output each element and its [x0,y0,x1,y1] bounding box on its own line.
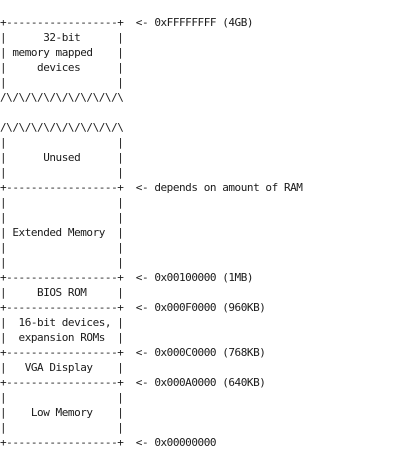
diagram-line: | | [0,421,124,434]
memory-map-diagram: +------------------+ <- 0xFFFFFFFF (4GB)… [0,0,303,449]
diagram-line: +------------------+ <- 0x000C0000 (768K… [0,346,266,359]
diagram-line: +------------------+ <- 0x00100000 (1MB) [0,271,254,284]
diagram-line: | | [0,196,124,209]
diagram-line: /\/\/\/\/\/\/\/\/\/\ [0,91,124,104]
diagram-line: +------------------+ <- 0x000F0000 (960K… [0,301,266,314]
diagram-line [0,0,302,15]
diagram-line: +------------------+ <- 0x00000000 [0,436,217,449]
diagram-line: +------------------+ <- 0xFFFFFFFF (4GB) [0,16,254,29]
diagram-line [0,105,302,120]
diagram-line: | expansion ROMs | [0,331,124,344]
diagram-line: /\/\/\/\/\/\/\/\/\/\ [0,121,124,134]
diagram-line: | | [0,166,124,179]
diagram-line: | | [0,136,124,149]
diagram-line: | Low Memory | [0,406,124,419]
diagram-line: | | [0,391,124,404]
diagram-line: | | [0,256,124,269]
diagram-line: | BIOS ROM | [0,286,124,299]
diagram-line: | | [0,76,124,89]
diagram-line: +------------------+ <- depends on amoun… [0,181,303,194]
diagram-line: | 32-bit | [0,31,124,44]
diagram-line: | 16-bit devices, | [0,316,124,329]
diagram-line: | | [0,241,124,254]
diagram-line: | Extended Memory | [0,226,124,239]
diagram-line: | Unused | [0,151,124,164]
diagram-line: | VGA Display | [0,361,124,374]
diagram-line: | | [0,211,124,224]
diagram-line: +------------------+ <- 0x000A0000 (640K… [0,376,266,389]
diagram-line: | memory mapped | [0,46,124,59]
diagram-line: | devices | [0,61,124,74]
